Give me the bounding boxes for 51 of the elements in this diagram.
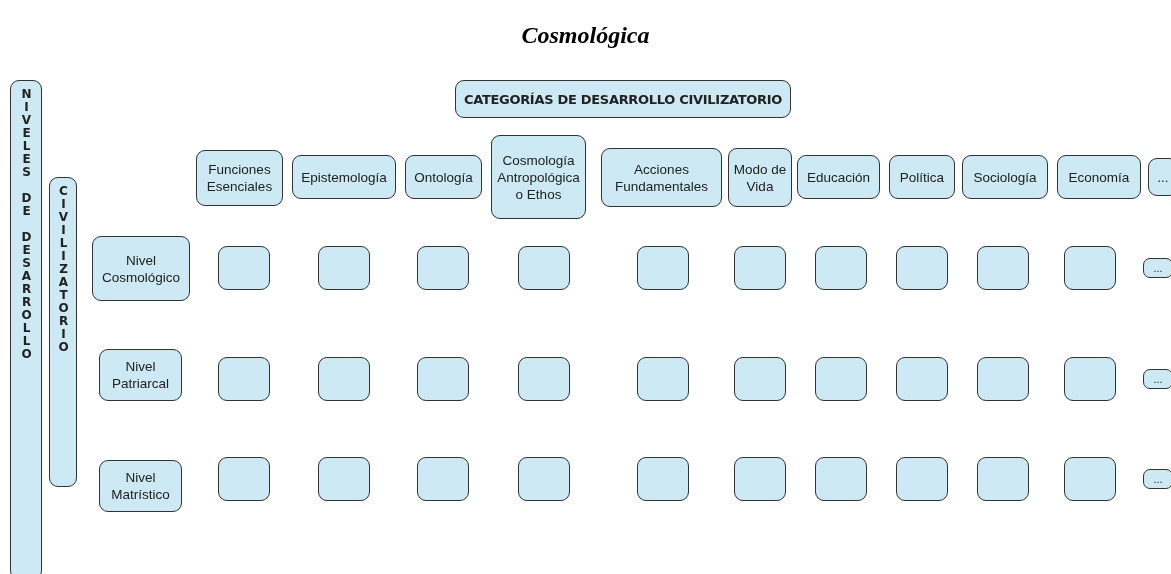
empty-cell-box — [417, 246, 469, 290]
empty-cell-box — [896, 357, 948, 401]
diagram-title: Cosmológica — [520, 22, 651, 49]
empty-cell-box — [1064, 457, 1116, 501]
empty-cell-box — [417, 457, 469, 501]
category-box: Educación — [797, 155, 880, 199]
category-box: Funciones Esenciales — [196, 150, 283, 206]
empty-cell-box — [815, 357, 867, 401]
category-box: Política — [889, 155, 955, 199]
category-box: ... — [1148, 158, 1171, 196]
empty-cell-box — [1064, 246, 1116, 290]
vertical-label-box: NIVELES DE DESARROLLO — [10, 80, 42, 574]
empty-cell-box — [318, 357, 370, 401]
category-title-box: CATEGORÍAS DE DESARROLLO CIVILIZATORIO — [455, 80, 791, 118]
empty-cell-box — [896, 457, 948, 501]
empty-cell-box — [815, 457, 867, 501]
empty-cell-box — [977, 246, 1029, 290]
category-box: Modo de Vida — [728, 148, 792, 207]
level-box: Nivel Matrístico — [99, 460, 182, 512]
empty-cell-box — [518, 357, 570, 401]
ellipsis-box: ... — [1143, 258, 1171, 278]
empty-cell-box — [734, 357, 786, 401]
level-box: Nivel Patriarcal — [99, 349, 182, 401]
category-box: Cosmología Antropológica o Ethos — [491, 135, 586, 219]
empty-cell-box — [977, 357, 1029, 401]
empty-cell-box — [637, 246, 689, 290]
category-box: Epistemología — [292, 155, 396, 199]
empty-cell-box — [318, 246, 370, 290]
empty-cell-box — [637, 457, 689, 501]
empty-cell-box — [417, 357, 469, 401]
empty-cell-box — [977, 457, 1029, 501]
empty-cell-box — [218, 457, 270, 501]
empty-cell-box — [734, 246, 786, 290]
category-box: Sociología — [962, 155, 1048, 199]
empty-cell-box — [518, 246, 570, 290]
empty-cell-box — [518, 457, 570, 501]
vertical-label-box: CIVILIZATORIO — [49, 177, 77, 487]
category-box: Acciones Fundamentales — [601, 148, 722, 207]
category-box: Ontología — [405, 155, 482, 199]
empty-cell-box — [1064, 357, 1116, 401]
empty-cell-box — [637, 357, 689, 401]
empty-cell-box — [218, 246, 270, 290]
empty-cell-box — [734, 457, 786, 501]
empty-cell-box — [896, 246, 948, 290]
category-box: Economía — [1057, 155, 1141, 199]
ellipsis-box: ... — [1143, 469, 1171, 489]
empty-cell-box — [318, 457, 370, 501]
empty-cell-box — [815, 246, 867, 290]
level-box: Nivel Cosmológico — [92, 236, 190, 301]
empty-cell-box — [218, 357, 270, 401]
ellipsis-box: ... — [1143, 369, 1171, 389]
